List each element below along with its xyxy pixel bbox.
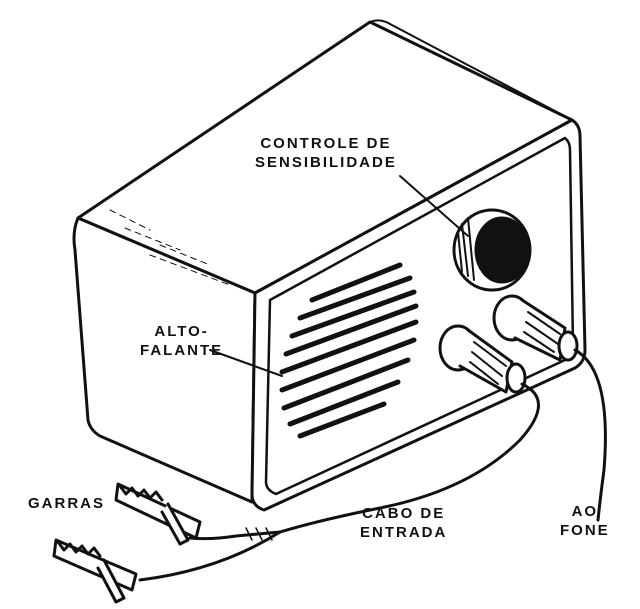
leader-lines [209, 175, 469, 377]
label-input-cable: CABO DE ENTRADA [360, 505, 448, 541]
sensitivity-knob [452, 208, 532, 292]
upper-alligator-clip [114, 482, 202, 546]
lower-alligator-clip [52, 538, 138, 604]
input-jack [278, 324, 540, 534]
label-to-headphone: AO FONE [560, 503, 610, 539]
label-clips: GARRAS [28, 495, 106, 512]
speaker-grille [279, 262, 419, 439]
input-cable [138, 527, 282, 582]
label-sensitivity-control: CONTROLE DE SENSIBILIDADE [255, 135, 397, 171]
label-speaker: ALTO- FALANTE [140, 323, 224, 359]
headphone-jack [492, 294, 607, 522]
